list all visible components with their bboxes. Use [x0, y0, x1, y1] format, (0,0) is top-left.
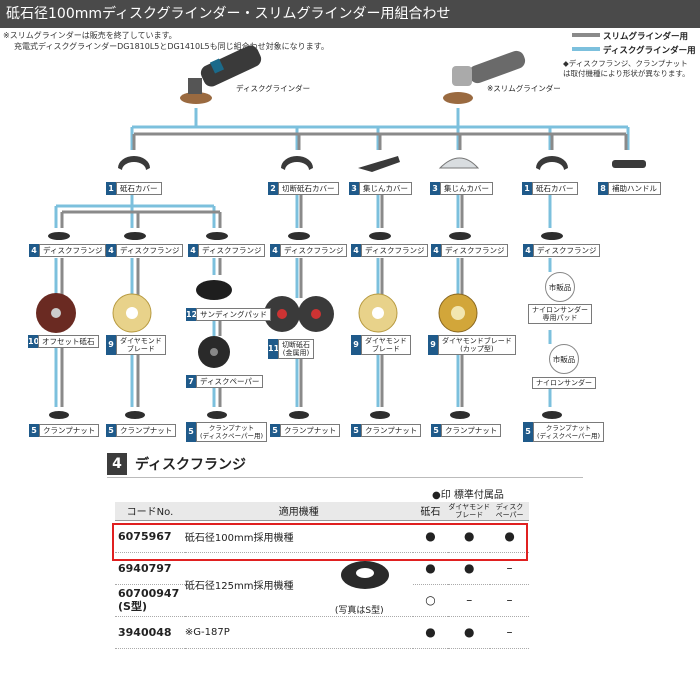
wheel-cell: ●: [412, 616, 449, 649]
nylon-label: ナイロンサンダー: [532, 377, 596, 389]
paper-cell: –: [490, 552, 529, 585]
wheel-cell: ●: [412, 552, 449, 585]
slim-legend-swatch: [572, 33, 600, 37]
header-diamond: ダイヤモンド ブレード: [448, 502, 491, 521]
nylon-pad-label: ナイロンサンダー 専用パッド: [528, 304, 592, 324]
code-cell: 60700947 (S型): [115, 584, 185, 617]
wheel-cell: ○: [412, 584, 449, 617]
compat-note: 充電式ディスクグラインダーDG1810L5とDG1410L5も同じ組合わせ対象に…: [14, 42, 329, 51]
legend-note: ◆ディスクフランジ、クランプナットは取付機種により形状が異なります。: [563, 59, 690, 78]
standard-accessory-note: ●印 標準付属品: [432, 490, 504, 501]
table-row: 6075967 砥石径100mm採用機種 ● ● ●: [115, 520, 529, 553]
code-cell: 3940048: [115, 616, 185, 649]
page-title: 砥石径100mmディスクグラインダー・スリムグラインダー用組合わせ: [0, 0, 700, 28]
header-model: 適用機種: [184, 502, 413, 521]
paper-cell: –: [490, 584, 529, 617]
flange-section-header: 4 ディスクフランジ: [107, 450, 583, 478]
header-paper: ディスク ペーパー: [490, 502, 529, 521]
slim-legend-label: スリムグラインダー用: [603, 32, 689, 42]
header-wheel: 砥石: [412, 502, 449, 521]
market-badge: 市販品: [545, 272, 575, 302]
market-nylon: 市販品 ナイロンサンダー: [532, 344, 596, 389]
market-nylon-pad: 市販品 ナイロンサンダー 専用パッド: [528, 272, 592, 324]
diamond-cell: ●: [448, 552, 491, 585]
disc-grinder-label: ディスクグラインダー: [236, 83, 310, 93]
table-row: 60700947 (S型) ○ – –: [115, 584, 529, 617]
table-row: 3940048 ※G-187P ● ● –: [115, 616, 529, 649]
flange-photo: [340, 560, 389, 589]
paper-cell: –: [490, 616, 529, 649]
flange-table: コードNo. 適用機種 砥石 ダイヤモンド ブレード ディスク ペーパー 607…: [115, 502, 529, 649]
disc-legend-label: ディスクグラインダー用: [603, 46, 696, 56]
header-code: コードNo.: [115, 502, 185, 521]
combination-diagram: ディスクグラインダー ※スリムグラインダー: [36, 45, 646, 419]
section-title: ディスクフランジ: [135, 456, 247, 473]
diamond-cell: –: [448, 584, 491, 617]
slim-grinder-image: [443, 50, 526, 104]
discontinued-note: ※スリムグラインダーは販売を終了しています。: [3, 31, 177, 40]
section-number-badge: 4: [107, 452, 127, 475]
disc-grinder-image: [180, 45, 262, 104]
model-cell: 砥石径100mm採用機種: [184, 520, 413, 553]
diamond-cell: ●: [448, 520, 491, 553]
table-row: 6940797 砥石径125mm採用機種 (写真はS型) ● ● –: [115, 552, 529, 617]
diamond-cell: ●: [448, 616, 491, 649]
code-cell: 6075967: [115, 520, 185, 553]
paper-cell: ●: [490, 520, 529, 553]
market-badge: 市販品: [549, 344, 579, 374]
model-cell-merged: 砥石径125mm採用機種 (写真はS型): [184, 552, 413, 617]
wheel-images: [36, 280, 478, 368]
disc-legend-swatch: [572, 47, 600, 51]
photo-caption: (写真はS型): [334, 605, 384, 616]
code-cell: 6940797: [115, 552, 185, 585]
row-highlight-box: [112, 523, 528, 561]
model-cell: ※G-187P: [184, 616, 413, 649]
slim-grinder-label: ※スリムグラインダー: [487, 83, 561, 93]
wheel-cell: ●: [412, 520, 449, 553]
cover-icons: [118, 156, 646, 172]
table-header-row: コードNo. 適用機種 砥石 ダイヤモンド ブレード ディスク ペーパー: [115, 502, 529, 521]
